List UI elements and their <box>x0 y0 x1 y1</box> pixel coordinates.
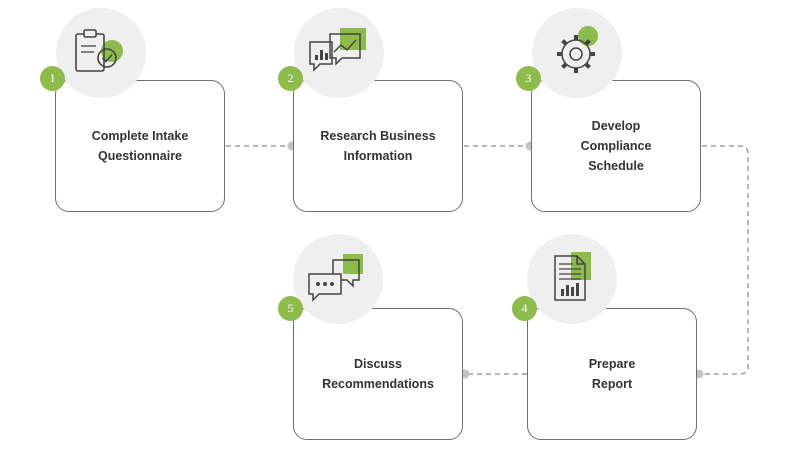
step-5-label: Discuss Recommendations <box>312 354 444 394</box>
chat-chart-icon <box>294 8 384 98</box>
step-1-badge: 1 <box>40 66 65 91</box>
report-document-icon <box>527 234 617 324</box>
step-card-3: Develop Compliance Schedule <box>531 80 701 212</box>
step-3-label: Develop Compliance Schedule <box>571 116 662 176</box>
step-card-5: Discuss Recommendations <box>293 308 463 440</box>
step-4-line-2: Report <box>591 377 633 391</box>
clipboard-check-icon <box>56 8 146 98</box>
connector-3-4 <box>699 145 749 375</box>
step-2-label: Research Business Information <box>310 126 445 166</box>
step-1-label: Complete Intake Questionnaire <box>82 126 199 166</box>
step-5-line-1: Discuss <box>354 357 402 371</box>
step-3-badge: 3 <box>516 66 541 91</box>
step-card-2: Research Business Information <box>293 80 463 212</box>
step-4-line-1: Prepare <box>588 357 636 371</box>
step-1-line-1: Complete Intake <box>91 129 189 143</box>
chat-bubbles-icon <box>293 234 383 324</box>
step-4-badge: 4 <box>512 296 537 321</box>
step-5-badge: 5 <box>278 296 303 321</box>
step-5-line-2: Recommendations <box>322 377 434 391</box>
step-2-badge: 2 <box>278 66 303 91</box>
step-2-line-1: Research Business <box>320 129 436 143</box>
step-2-line-2: Information <box>343 149 413 163</box>
step-4-label: Prepare Report <box>579 354 646 394</box>
step-card-1: Complete Intake Questionnaire <box>55 80 225 212</box>
step-1-line-2: Questionnaire <box>97 149 183 163</box>
step-3-line-3: Schedule <box>588 159 644 173</box>
step-3-line-1: Develop <box>591 119 641 133</box>
step-card-4: Prepare Report <box>527 308 697 440</box>
gear-icon <box>532 8 622 98</box>
step-3-line-2: Compliance <box>580 139 652 153</box>
